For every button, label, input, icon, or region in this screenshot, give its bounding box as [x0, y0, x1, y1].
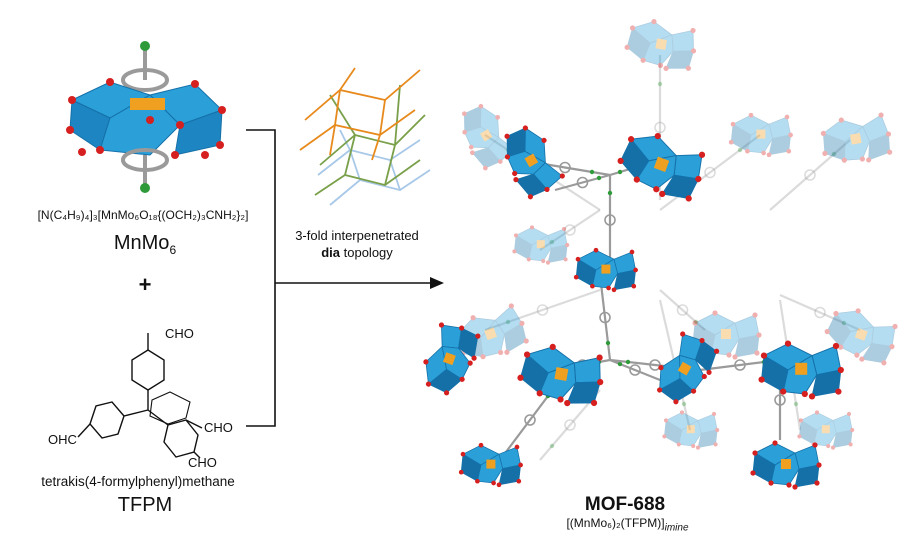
mnmo6-cluster-node [797, 410, 855, 450]
mnmo6-cluster-node [458, 442, 523, 488]
linker-short-name: TFPM [117, 494, 173, 516]
mof-688-network-image [423, 18, 898, 490]
mnmo6-cluster-node [573, 247, 638, 293]
mnmo6-cluster-node [824, 308, 898, 366]
topology-line2: dia topology [321, 245, 393, 260]
mnmo6-cluster-node [662, 410, 720, 450]
mnmo6-cluster-node [758, 340, 844, 400]
mnmo6-cluster-node [512, 225, 570, 265]
cluster-short-name: MnMo6 [113, 232, 177, 257]
mnmo6-cluster-node [820, 112, 893, 163]
cho-label-bottom: CHO [188, 455, 217, 470]
mnmo6-cluster-node [504, 125, 565, 200]
mnmo6-cluster-node [617, 132, 706, 202]
mnmo6-cluster-node [750, 440, 822, 490]
product-name: MOF-688 [584, 494, 666, 515]
mnmo6-cluster-node [657, 331, 720, 405]
plus-sign: + [138, 272, 152, 297]
mnmo6-cluster-node [517, 343, 604, 407]
mnmo6-cluster-node [423, 322, 481, 396]
linker-full-name: tetrakis(4-formylphenyl)methane [41, 474, 235, 489]
product-formula: [(MnMo₆)₂(TFPM)]imine [566, 516, 689, 534]
ohc-label-left: OHC [48, 432, 77, 447]
cho-label-top: CHO [165, 326, 194, 341]
mnmo6-cluster-image [66, 41, 226, 193]
mnmo6-cluster-node [624, 18, 697, 72]
reaction-arrows [246, 129, 444, 427]
cho-label-right: CHO [204, 420, 233, 435]
topology-line1: 3-fold interpenetrated [295, 228, 419, 243]
mnmo6-cluster-node [728, 112, 793, 158]
cluster-formula: [N(C₄H₉)₄]₃[MnMo₆O₁₈{(OCH₂)₃CNH₂}₂] [37, 208, 249, 222]
tfpm-structure [77, 333, 203, 459]
dia-topology-net [299, 67, 431, 206]
